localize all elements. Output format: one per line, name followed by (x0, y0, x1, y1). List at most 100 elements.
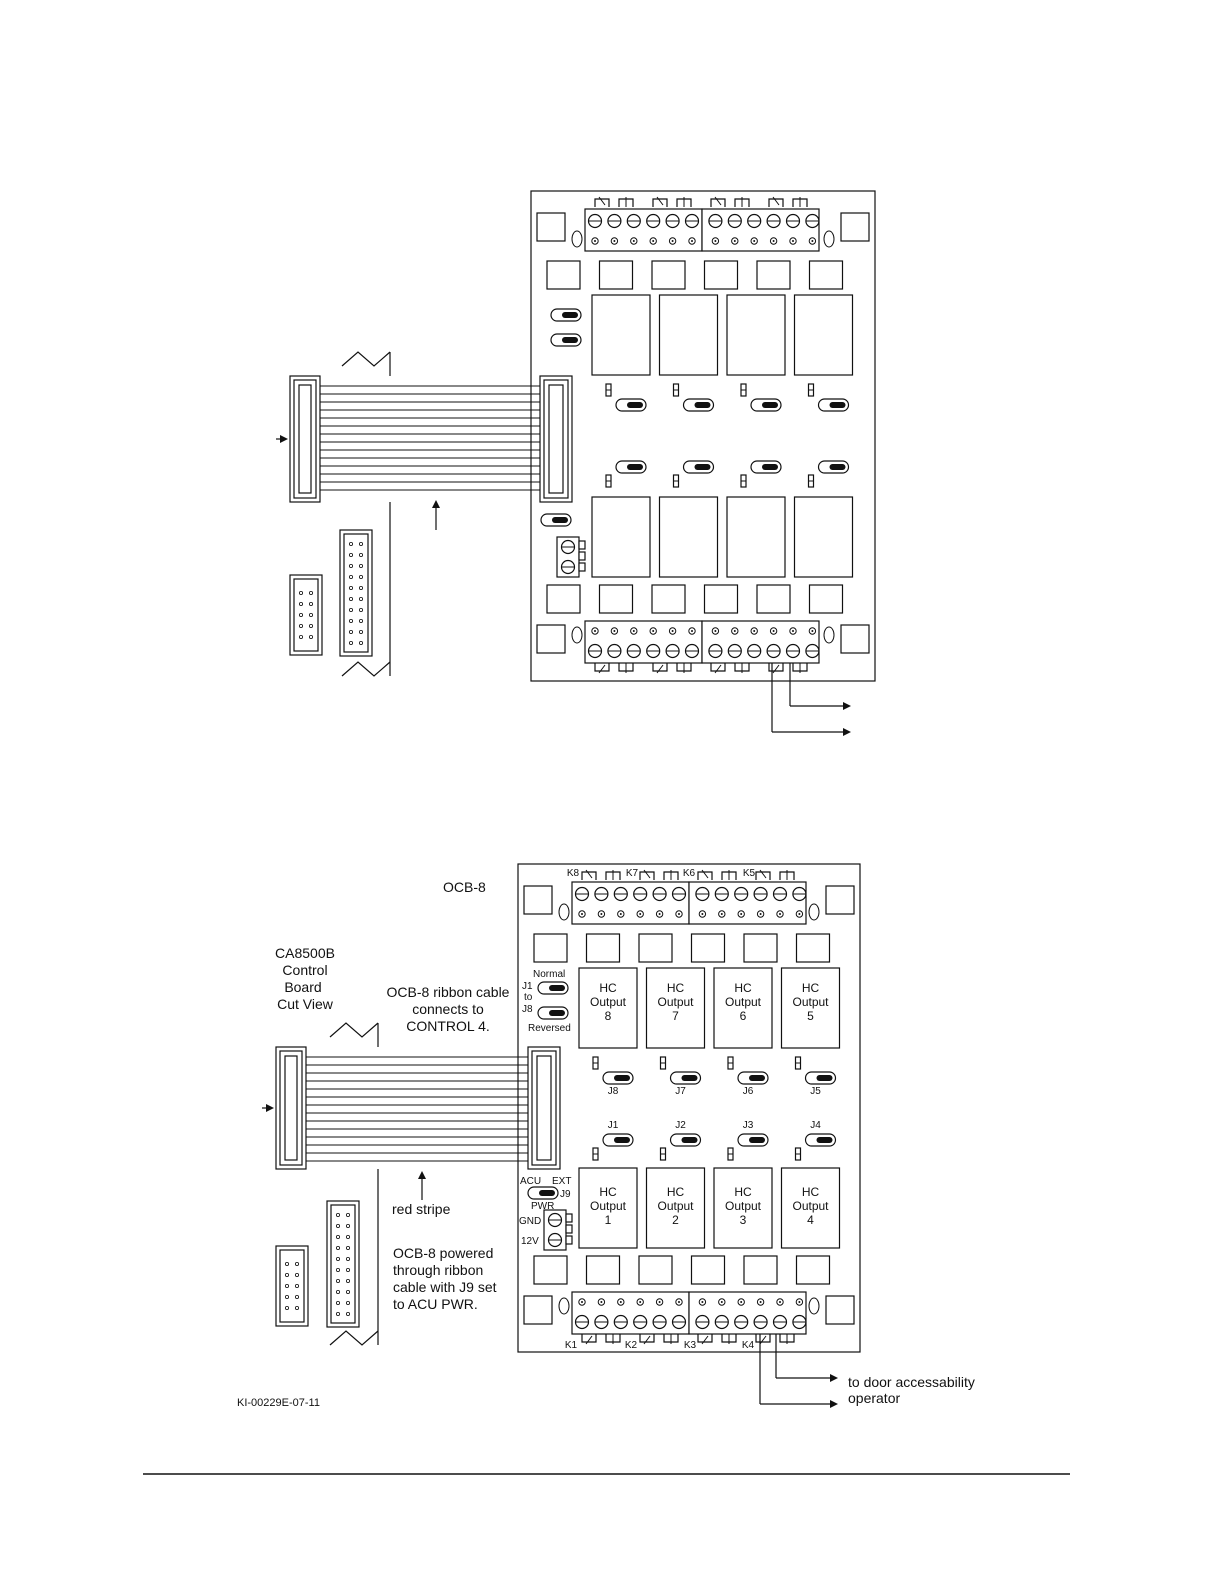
top-contact-symbol-a (710, 198, 726, 207)
header-large-inner (330, 1204, 356, 1324)
top-contact-symbol-slash (701, 869, 709, 879)
bottom-contact-symbol-slash (656, 664, 664, 674)
header-pin (335, 1213, 340, 1218)
top-terminal-strip-hole-pin (581, 913, 583, 915)
header-pin (308, 613, 313, 618)
relay-bottom (726, 496, 786, 578)
relay-bottom (645, 1167, 706, 1249)
header-pin (348, 619, 353, 624)
cut-zigzag-top (341, 351, 391, 367)
upper-jumper-cap (829, 402, 846, 408)
relay-top (645, 967, 706, 1049)
top-contact-symbol-slash (656, 196, 664, 206)
bottom-terminal-strip-hole-pin (581, 1301, 583, 1303)
component-square-top (533, 933, 568, 963)
top-contact-symbol (594, 196, 634, 207)
bottom-contact-symbol (581, 1334, 621, 1345)
bottom-terminal-strip-hole-pin (714, 630, 717, 632)
top-contact-symbol-slash (714, 196, 722, 206)
mode-reversed-label: Reversed (528, 1023, 571, 1034)
relay-top (713, 967, 773, 1049)
board-name-label: OCB-8 (443, 879, 486, 895)
relay-bottom (578, 1167, 638, 1249)
relay-bottom (780, 1167, 841, 1249)
relay-top (591, 294, 651, 376)
control-board-label-3: Board (284, 979, 321, 995)
header-pin (284, 1273, 289, 1278)
powered-label-4: to ACU PWR. (393, 1296, 478, 1312)
component-square-top (585, 933, 621, 963)
j9-jumper-label: J9 (560, 1189, 571, 1200)
bottom-terminal-strip-hole-pin (691, 630, 693, 632)
header-pin (358, 619, 363, 624)
header-pin (335, 1257, 340, 1262)
component-square-bottom (795, 1255, 831, 1285)
header-pin (345, 1279, 350, 1284)
lower-jumper-cap (816, 1137, 833, 1143)
relay-label-bottom: K4 (742, 1340, 755, 1351)
relay-label-top: K8 (567, 868, 580, 879)
top-contact-symbol-slash (585, 869, 593, 879)
bottom-contact-symbol-slash (585, 1335, 593, 1345)
top-terminal-strip-hole-pin (600, 913, 603, 915)
mount-hole-br (825, 1295, 855, 1325)
output-arrowhead-2 (843, 728, 851, 736)
header-small-inner (293, 578, 319, 652)
component-square-top (651, 260, 686, 290)
bottom-terminal-strip-left (571, 1291, 690, 1335)
control-board-label-2: Control (282, 962, 327, 978)
relay-top (780, 967, 841, 1049)
component-square-top (808, 260, 844, 290)
output-arrowhead-1 (830, 1374, 838, 1382)
mount-hole-tl (536, 212, 566, 242)
control-board-label-1: CA8500B (275, 945, 335, 961)
bottom-contact-symbol-a (639, 1334, 655, 1343)
red-stripe-arrowhead (418, 1171, 426, 1179)
header-pin (284, 1295, 289, 1300)
header-pin (284, 1306, 289, 1311)
header-pin (294, 1262, 299, 1267)
component-square-top (690, 933, 726, 963)
component-square-bottom (808, 584, 844, 614)
header-pin (345, 1246, 350, 1251)
relay-bottom (793, 496, 854, 578)
top-terminal-strip-hole-pin (740, 913, 743, 915)
bottom-contact-symbol-slash (714, 664, 722, 674)
top-terminal-strip-hole-pin (658, 913, 661, 915)
top-contact-symbol-slash (772, 196, 780, 206)
cut-zigzag-top (329, 1022, 379, 1038)
top-terminal-strip-hole-pin (632, 240, 635, 242)
component-square-bottom (598, 584, 634, 614)
top-terminal-strip-hole-pin (779, 913, 781, 915)
output-label-line1: HC (802, 1185, 820, 1199)
top-terminal-strip-left (571, 881, 690, 925)
bottom-contact-symbol-a (652, 663, 668, 672)
header-pin (294, 1273, 299, 1278)
header-pin (345, 1290, 350, 1295)
output-label-line1: HC (599, 1185, 617, 1199)
header-pin (284, 1284, 289, 1289)
top-terminal-strip-hole-pin (811, 240, 814, 242)
top-contact-symbol (697, 869, 737, 880)
component-square-bottom (638, 1255, 673, 1285)
ribbon-label-3: CONTROL 4. (406, 1018, 490, 1034)
top-terminal-strip-hole-pin (671, 240, 674, 242)
bottom-contact-symbol-a (581, 1334, 597, 1343)
component-square-top (743, 933, 778, 963)
mode-range-1-label: J1 (522, 981, 533, 992)
bottom-terminal-strip-hole-pin (613, 630, 616, 632)
header-pin (298, 624, 303, 629)
upper-jumper-cap (749, 1075, 765, 1081)
slot-tl (571, 230, 583, 248)
jumper-label-lower: J1 (608, 1120, 619, 1131)
header-pin (345, 1268, 350, 1273)
top-contact-symbol-a (755, 871, 771, 880)
header-pin (358, 608, 363, 613)
top-terminal-strip-right (688, 881, 807, 925)
bottom-terminal-strip-hole-pin (772, 630, 775, 632)
bottom-contact-symbol-slash (598, 664, 606, 674)
top-contact-symbol (768, 196, 808, 207)
top-contact-symbol-a (639, 871, 655, 880)
bottom-terminal-strip-hole-pin (594, 630, 596, 632)
power-pin (578, 562, 586, 572)
